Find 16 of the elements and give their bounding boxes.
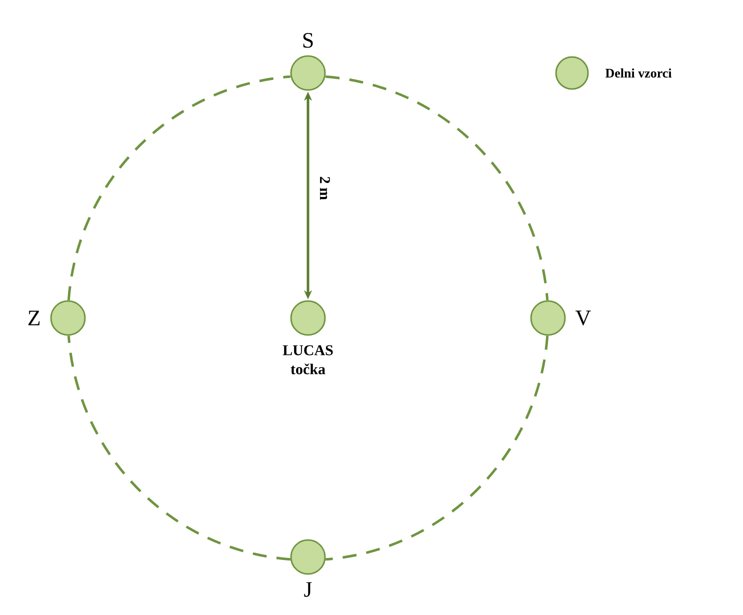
point-label: LUCAS točka: [282, 345, 333, 374]
sample-point: [290, 539, 326, 575]
direction-letter: Z: [28, 310, 40, 326]
direction-letter: S: [303, 33, 313, 48]
direction-letter: V: [575, 310, 591, 326]
sample-point: [530, 300, 566, 336]
dashed-arc: [67, 336, 291, 561]
edge-label: 2 m: [320, 176, 330, 200]
sample-point: [290, 55, 326, 91]
direction-letter: J: [304, 582, 312, 597]
sample-point: [290, 300, 326, 336]
legend-label: Delni vzorci: [605, 68, 672, 78]
dashed-arc: [325, 75, 549, 300]
sample-point: [50, 300, 86, 336]
dashed-arc: [325, 336, 549, 561]
dashed-arc: [67, 75, 291, 300]
